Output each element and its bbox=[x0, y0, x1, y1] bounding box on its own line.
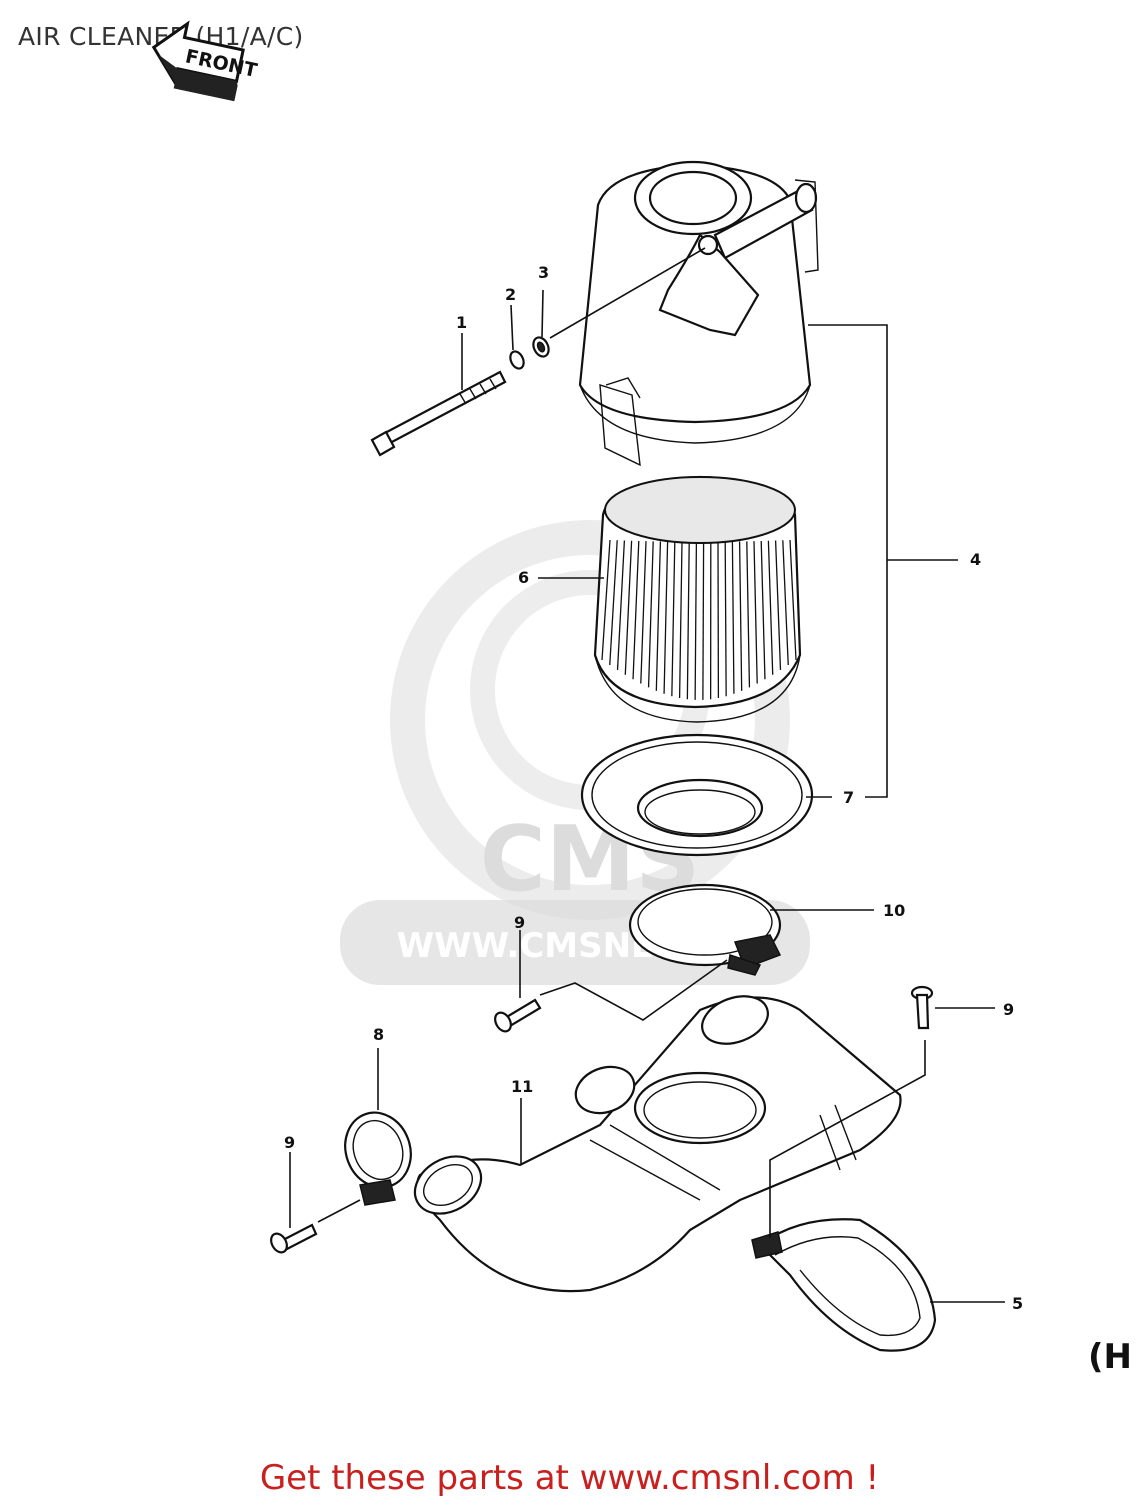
flat-washer bbox=[532, 336, 550, 358]
callout-9-left: 9 bbox=[284, 1133, 295, 1152]
screw-right bbox=[910, 985, 934, 1030]
base-plate bbox=[580, 733, 814, 857]
callout-10: 10 bbox=[883, 901, 905, 920]
filter-pleat bbox=[753, 541, 758, 684]
filter-pleat bbox=[702, 541, 705, 700]
filter-pleat bbox=[782, 540, 789, 666]
callout-2: 2 bbox=[505, 285, 516, 304]
leader-lines bbox=[289, 247, 1005, 1303]
filter-pleat bbox=[632, 540, 640, 680]
filter-pleat bbox=[663, 541, 669, 694]
filter-pleat bbox=[774, 540, 782, 670]
callout-4: 4 bbox=[970, 550, 981, 569]
air-cleaner-housing bbox=[578, 160, 819, 467]
callout-3: 3 bbox=[538, 263, 549, 282]
screw-left bbox=[270, 1223, 318, 1254]
callout-9-right: 9 bbox=[1003, 1000, 1014, 1019]
filter-pleat bbox=[731, 541, 735, 694]
filter-pleat bbox=[640, 541, 647, 684]
filter-pleat bbox=[760, 540, 766, 680]
long-bolt bbox=[370, 370, 507, 457]
intake-duct bbox=[413, 995, 902, 1293]
screw-center bbox=[494, 998, 542, 1033]
filter-pleat bbox=[655, 541, 662, 691]
filter-pleat bbox=[609, 540, 618, 666]
lock-washer bbox=[509, 350, 525, 370]
filter-pleat bbox=[738, 541, 743, 691]
front-arrow-icon: FRONT bbox=[151, 20, 259, 102]
callout-11: 11 bbox=[511, 1077, 533, 1096]
callout-8: 8 bbox=[373, 1025, 384, 1044]
filter-pleat bbox=[767, 540, 774, 675]
filter-pleat bbox=[746, 541, 751, 688]
callout-5: 5 bbox=[1012, 1294, 1023, 1313]
filter-pleat bbox=[624, 540, 633, 675]
callout-9-center: 9 bbox=[514, 913, 525, 932]
callout-1: 1 bbox=[456, 313, 467, 332]
band-clamp-large bbox=[628, 883, 782, 976]
band-strap bbox=[751, 1218, 937, 1352]
filter-pleat bbox=[601, 539, 611, 661]
small-clamp bbox=[344, 1111, 412, 1206]
filter-pleat bbox=[724, 541, 727, 697]
filter-pleat bbox=[694, 541, 698, 700]
filter-pleat bbox=[789, 539, 797, 661]
filter-pleat bbox=[616, 540, 626, 670]
callout-6: 6 bbox=[518, 568, 529, 587]
filter-pleat bbox=[678, 541, 683, 699]
filter-element bbox=[593, 475, 802, 723]
filter-pleat bbox=[647, 541, 654, 688]
filter-pleat bbox=[671, 541, 676, 697]
filter-pleat bbox=[686, 541, 690, 700]
footer-promo-text: Get these parts at www.cmsnl.com ! bbox=[259, 1458, 880, 1498]
corner-label: (H bbox=[1088, 1337, 1132, 1377]
callout-7: 7 bbox=[843, 788, 854, 807]
